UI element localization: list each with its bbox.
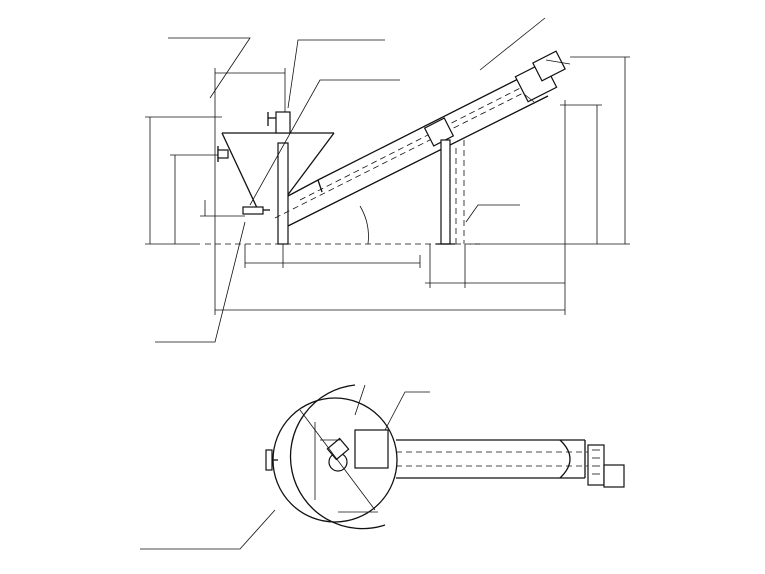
top-motor: [587, 444, 625, 488]
inlet-box: [354, 429, 389, 469]
dimension-lines: [145, 17, 630, 315]
side-view: [145, 17, 630, 343]
top-tube: [396, 439, 600, 479]
leader-lines: [155, 37, 520, 343]
hopper: [217, 111, 335, 215]
outer-ring: [289, 384, 386, 530]
hopper-leg: [277, 142, 289, 245]
flange: [265, 449, 273, 471]
support-leg: [436, 139, 465, 245]
inclined-screw-tube: [274, 50, 571, 227]
top-view: [140, 384, 625, 550]
